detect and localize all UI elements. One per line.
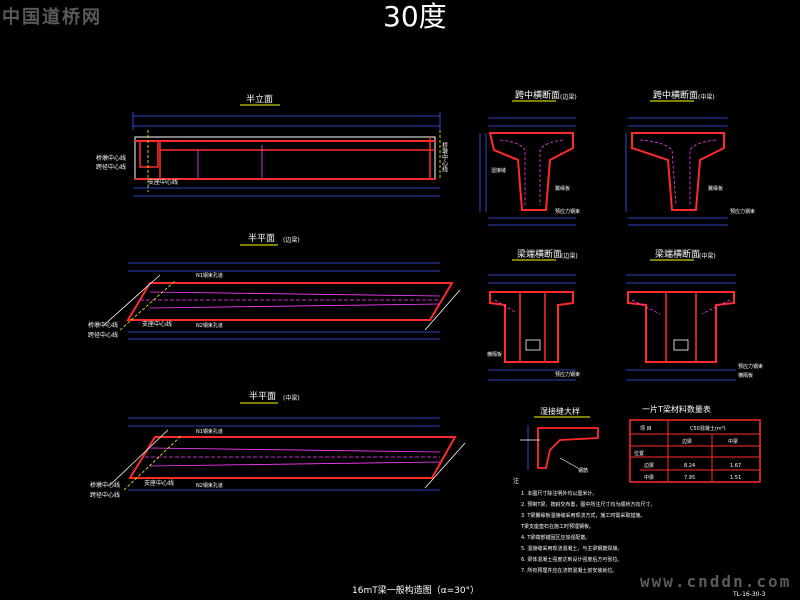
sec-end-side-title: 梁端横断面 [517, 248, 562, 260]
elev-label-support: 桥墩中心线 [96, 154, 126, 162]
qty-r0-name: 边梁 [644, 462, 654, 469]
sec-ms-mid-label1: 预应力钢束 [730, 208, 755, 215]
plan-side-hole2: N2钢束孔道 [196, 322, 223, 329]
qty-r0-c2: 1.67 [730, 463, 741, 469]
note-8: 7. 所有预埋件应在浇筑混凝土前安装就位。 [521, 567, 617, 574]
watermark-top-left: 中国道桥网 [2, 7, 102, 28]
qty-r1-c2: 1.51 [730, 475, 741, 481]
plan-mid-title: 半平面 [249, 390, 276, 402]
plan-mid-note: (中梁) [283, 394, 300, 402]
sec-end-mid-label2: 横隔板 [738, 372, 753, 379]
qty-h0: 项 目 [640, 426, 652, 432]
plan-mid-label-c: 跨径中心线 [90, 491, 120, 499]
section-end-side: 梁端横断面 (边梁) 横隔板 预应力钢束 [487, 248, 580, 381]
qty-sub0: 边梁 [682, 438, 692, 445]
plan-side-hole1: N1钢束孔道 [196, 272, 223, 279]
plan-side-beam: 半平面 (边梁) N1钢束孔道 N2钢束孔道 桥墩中心线 跨径中心线 支座中心线 [88, 232, 461, 340]
note-7: 6. 梁体混凝土强度达到设计强度后方可张拉。 [521, 556, 622, 563]
plan-mid-hole1: N1钢束孔道 [196, 428, 223, 435]
drawing-title: 16mT梁一般构造图（α=30°） [352, 584, 479, 596]
elev-label-span: 跨径中心线 [96, 163, 126, 171]
sec-end-mid-label1: 预应力钢束 [738, 363, 763, 370]
qty-sub1: 中梁 [728, 438, 738, 445]
note-1: 1. 本图尺寸除注明外均以厘米计。 [521, 490, 597, 497]
sec-ms-side-label1: 湿接缝 [491, 167, 506, 174]
note-6: 5. 湿接缝采用现浇混凝土，与主梁钢筋焊接。 [521, 545, 622, 552]
elev-label-bearing: 支座中心线 [148, 178, 178, 186]
plan-mid-beam: 半平面 (中梁) N1钢束孔道 N2钢束孔道 桥墩中心线 跨径中心线 支座中心线 [90, 390, 466, 499]
drawing-number: TL-16-30-3 [732, 591, 766, 598]
notes: 注 1. 本图尺寸除注明外均以厘米计。 2. 预制T梁，按斜交布置，图中所注尺寸… [513, 477, 655, 574]
sec-end-side-label2: 预应力钢束 [555, 371, 580, 378]
detail-title: 湿接缝大样 [540, 406, 580, 416]
plan-mid-hole2: N2钢束孔道 [196, 482, 223, 489]
qty-h1: C50混凝土(m³) [690, 425, 726, 432]
sec-end-side-note: (边梁) [561, 252, 578, 260]
qty-r1-c1: 7.95 [684, 475, 695, 481]
qty-r1-name: 中梁 [644, 474, 654, 481]
sec-ms-mid-note: (中梁) [698, 93, 715, 101]
note-3: 3. T梁翼缘板湿接缝采用现浇方式，施工时需采取措施。 [521, 512, 645, 519]
plan-side-label-b: 支座中心线 [142, 320, 172, 328]
sec-ms-side-note: (边梁) [560, 93, 577, 101]
detail-label: 钢筋 [578, 467, 588, 474]
elev-label-side: 桥墩中心线 [441, 141, 448, 172]
sec-ms-mid-label2: 翼缘板 [708, 185, 723, 192]
detail-wet-joint: 湿接缝大样 钢筋 [520, 406, 599, 474]
header-title: 30度 [383, 0, 447, 33]
plan-side-label-a: 桥墩中心线 [88, 321, 118, 329]
note-5: 4. T梁端部锚固区应加强配筋。 [521, 534, 590, 541]
note-2: 2. 预制T梁，按斜交布置，图中所注尺寸均为顺桥方向尺寸。 [521, 501, 655, 508]
plan-mid-label-a: 桥墩中心线 [90, 481, 120, 489]
note-4: T梁支座垫石在施工时预埋钢板。 [520, 523, 594, 530]
plan-side-label-c: 跨径中心线 [88, 331, 118, 339]
sec-end-side-label1: 横隔板 [487, 351, 502, 358]
elevation-title: 半立面 [246, 93, 273, 105]
plan-side-note: (边梁) [283, 236, 300, 244]
plan-mid-label-b: 支座中心线 [144, 479, 174, 487]
sec-end-mid-note: (中梁) [699, 252, 716, 260]
sec-ms-mid-title: 跨中横断面 [653, 89, 698, 101]
plan-side-title: 半平面 [248, 232, 275, 244]
elevation-view: 半立面 桥墩中心线 跨径中心线 支座中心线 桥墩中心线 [96, 93, 448, 197]
notes-heading: 注 [513, 477, 519, 485]
section-midspan-side: 跨中横断面 (边梁) 湿接缝 翼缘板 预应力钢束 [479, 89, 580, 226]
qty-row-label: 位置 [634, 450, 644, 457]
quantity-table: 一片T梁材料数量表 项 目 C50混凝土(m³) 边梁 中梁 位置 边梁 8.2… [629, 404, 761, 483]
section-end-mid: 梁端横断面 (中梁) 预应力钢束 横隔板 [626, 248, 763, 381]
section-midspan-mid: 跨中横断面 (中梁) 翼缘板 预应力钢束 [625, 89, 755, 226]
sec-ms-side-label3: 预应力钢束 [555, 208, 580, 215]
sec-ms-side-title: 跨中横断面 [515, 89, 560, 101]
qty-r0-c1: 8.24 [684, 463, 695, 469]
sec-ms-side-label2: 翼缘板 [555, 185, 570, 192]
qty-table-title: 一片T梁材料数量表 [642, 404, 711, 414]
sec-end-mid-title: 梁端横断面 [655, 248, 700, 260]
watermark-bottom-right: www.cnddn.com [640, 572, 792, 591]
